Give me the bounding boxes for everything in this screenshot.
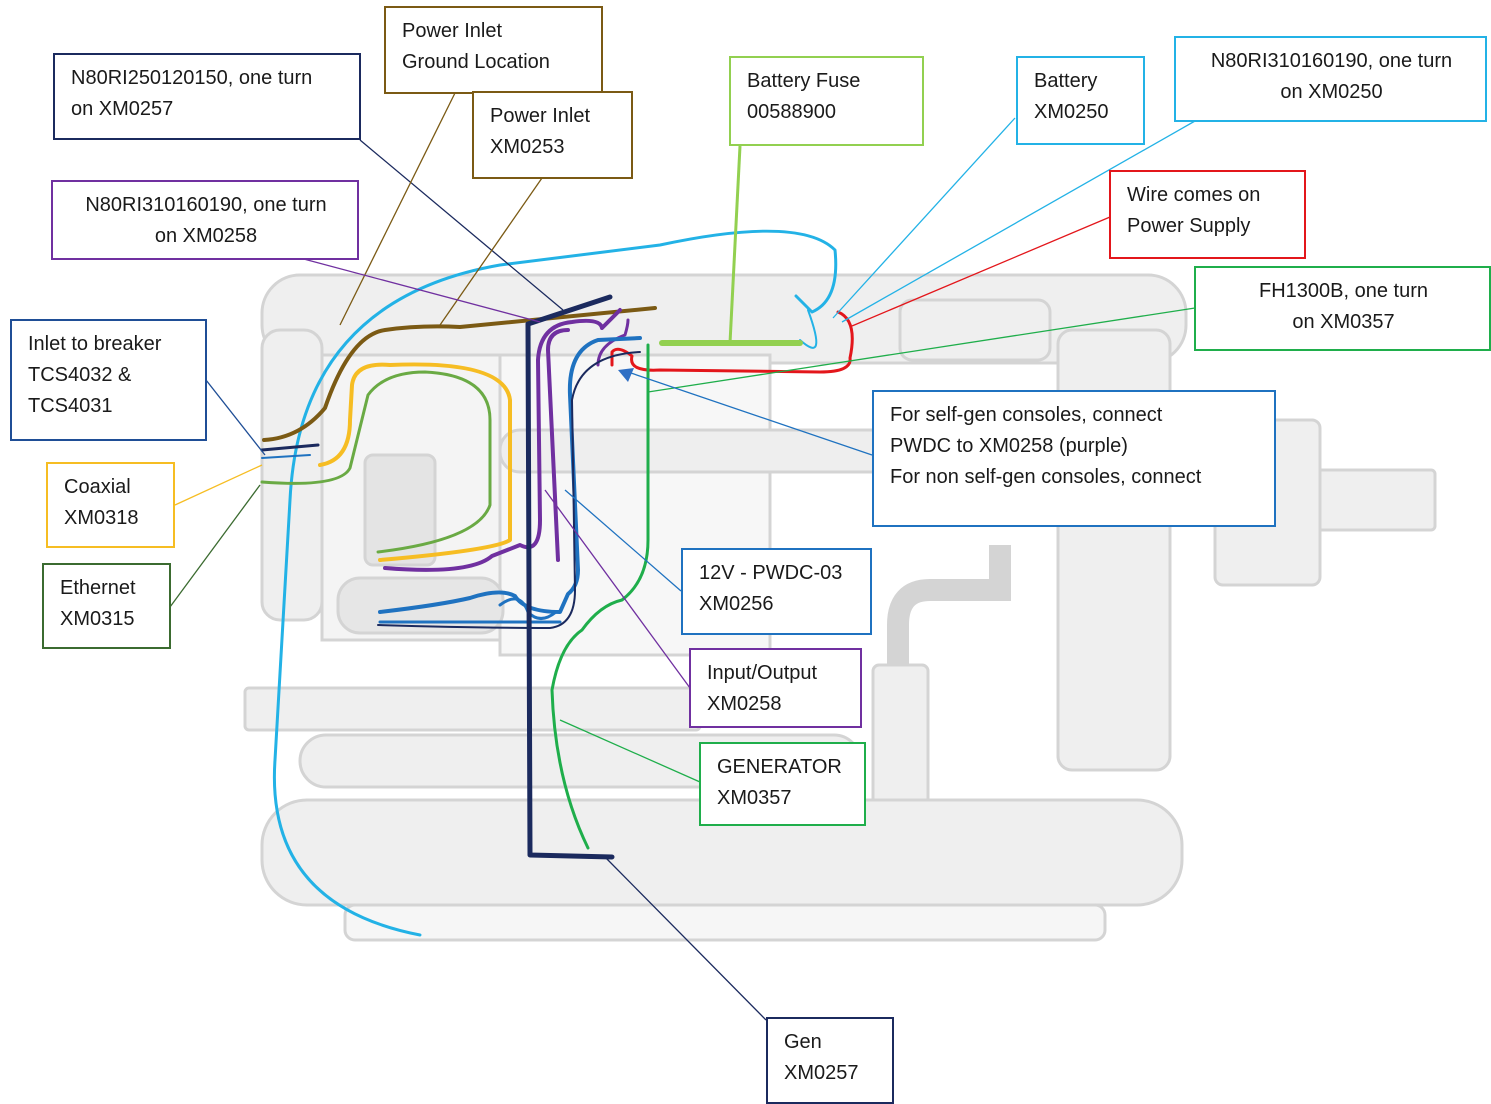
wire-purple-input-output [383, 308, 622, 572]
arrowhead-self-gen [618, 368, 634, 382]
label-text: XM0258 [707, 693, 782, 715]
label-inlet-breaker: Inlet to breaker TCS4032 & TCS4031 [10, 319, 207, 441]
label-text: Power Inlet [402, 20, 503, 42]
label-text: on XM0257 [71, 98, 174, 120]
wire-red-power-supply [610, 310, 854, 374]
label-ethernet: Ethernet XM0315 [42, 563, 171, 649]
label-text: on XM0258 [154, 225, 258, 247]
leader-n80ri-xm0250 [841, 120, 1196, 323]
label-battery-xm0250: Battery XM0250 [1016, 56, 1145, 145]
wire-light-blue-battery [272, 229, 838, 937]
cart-port-block [363, 453, 437, 567]
label-n80ri-xm0250: N80RI310160190, one turn on XM0250 [1174, 36, 1487, 122]
label-power-inlet-xm0253: Power Inlet XM0253 [472, 91, 633, 179]
label-text: Wire comes on [1127, 184, 1261, 206]
label-text: Ground Location [402, 51, 550, 73]
label-text: TCS4031 [28, 395, 113, 417]
label-text: XM0250 [1034, 101, 1109, 123]
leader-battery-fuse [728, 145, 742, 344]
wire-purple-short [546, 328, 570, 562]
label-text: XM0253 [490, 136, 565, 158]
label-text: For self-gen consoles, connect [890, 404, 1163, 426]
wire-yellow-coaxial [318, 362, 512, 562]
label-text: XM0256 [699, 593, 774, 615]
label-gen-xm0257: Gen XM0257 [766, 1017, 894, 1104]
leader-gen-xm0257 [604, 856, 767, 1021]
label-fh1300b-xm0357: FH1300B, one turn on XM0357 [1194, 266, 1491, 351]
wire-brown-ground [262, 306, 657, 442]
label-text: For non self-gen consoles, connect [890, 466, 1202, 488]
cart-fan [898, 298, 1052, 362]
cart-pipe-block [871, 663, 930, 817]
wire-green-ethernet [260, 370, 492, 554]
label-power-inlet-ground: Power Inlet Ground Location [384, 6, 603, 94]
label-n80ri-xm0257: N80RI250120150, one turn on XM0257 [53, 53, 361, 140]
leader-pwdc [564, 489, 682, 592]
wire-green-generator [550, 343, 650, 850]
leader-lines [169, 92, 1196, 1021]
label-pwdc-xm0256: 12V - PWDC-03 XM0256 [681, 548, 872, 635]
cart-cross-bar [243, 686, 702, 732]
cart-pipe [887, 545, 1011, 670]
label-text: XM0315 [60, 608, 135, 630]
label-text: Battery [1034, 70, 1098, 92]
label-n80ri-xm0258: N80RI310160190, one turn on XM0258 [51, 180, 359, 260]
label-text: N80RI310160190, one turn [1210, 50, 1453, 72]
leader-power-inlet-ground [339, 92, 456, 326]
label-text: on XM0250 [1280, 81, 1383, 103]
label-text: XM0357 [717, 787, 792, 809]
label-text: TCS4032 & [28, 364, 132, 386]
leader-generator [559, 719, 701, 783]
leader-input-output [544, 489, 691, 689]
label-generator: GENERATOR XM0357 [699, 742, 866, 826]
label-text: Inlet to breaker [28, 333, 162, 355]
leader-n80ri-xm0257 [359, 139, 564, 311]
wire-navy-inner [377, 351, 641, 629]
label-text: 00588900 [747, 101, 836, 123]
label-text: XM0318 [64, 507, 139, 529]
label-text: on XM0357 [1292, 311, 1395, 333]
leader-battery-xm0250 [832, 117, 1016, 319]
label-coaxial: Coaxial XM0318 [46, 462, 175, 548]
leader-wire-power-supply [851, 216, 1111, 327]
wire-navy-generator [525, 294, 615, 860]
label-text: FH1300B, one turn [1259, 280, 1428, 302]
leader-n80ri-xm0258 [299, 257, 541, 323]
label-text: Input/Output [707, 662, 818, 684]
label-wire-power-supply: Wire comes on Power Supply [1109, 170, 1306, 259]
label-text: Coaxial [64, 476, 131, 498]
label-text: PWDC to XM0258 (purple) [890, 435, 1128, 457]
leader-inlet-breaker [205, 379, 266, 456]
label-text: Power Supply [1127, 215, 1251, 237]
label-text: 12V - PWDC-03 [699, 562, 843, 584]
wire-mid-blue-pwdc [378, 336, 642, 614]
label-text: GENERATOR [717, 756, 842, 778]
label-battery-fuse: Battery Fuse 00588900 [729, 56, 924, 146]
leader-coaxial [174, 464, 263, 506]
label-text: Ethernet [60, 577, 136, 599]
label-input-output: Input/Output XM0258 [689, 648, 862, 728]
label-text: Power Inlet [490, 105, 591, 127]
label-text: N80RI310160190, one turn [85, 194, 327, 216]
label-text: Battery Fuse [747, 70, 861, 92]
leader-ethernet [169, 484, 261, 608]
wire-navy-inlet [260, 443, 320, 452]
label-text: N80RI250120150, one turn [71, 67, 313, 89]
wire-purple-tail [596, 318, 630, 367]
leader-fh1300b [647, 307, 1196, 393]
leader-self-gen-note [627, 371, 873, 456]
wire-light-blue-fuse-loop [799, 309, 818, 349]
cart-bottom-plate [343, 903, 1107, 942]
wires [260, 229, 854, 937]
label-self-gen-note: For self-gen consoles, connect PWDC to X… [872, 390, 1276, 527]
label-text: Gen [784, 1031, 822, 1053]
label-text: XM0257 [784, 1062, 859, 1084]
wire-blue-inlet [261, 454, 311, 459]
